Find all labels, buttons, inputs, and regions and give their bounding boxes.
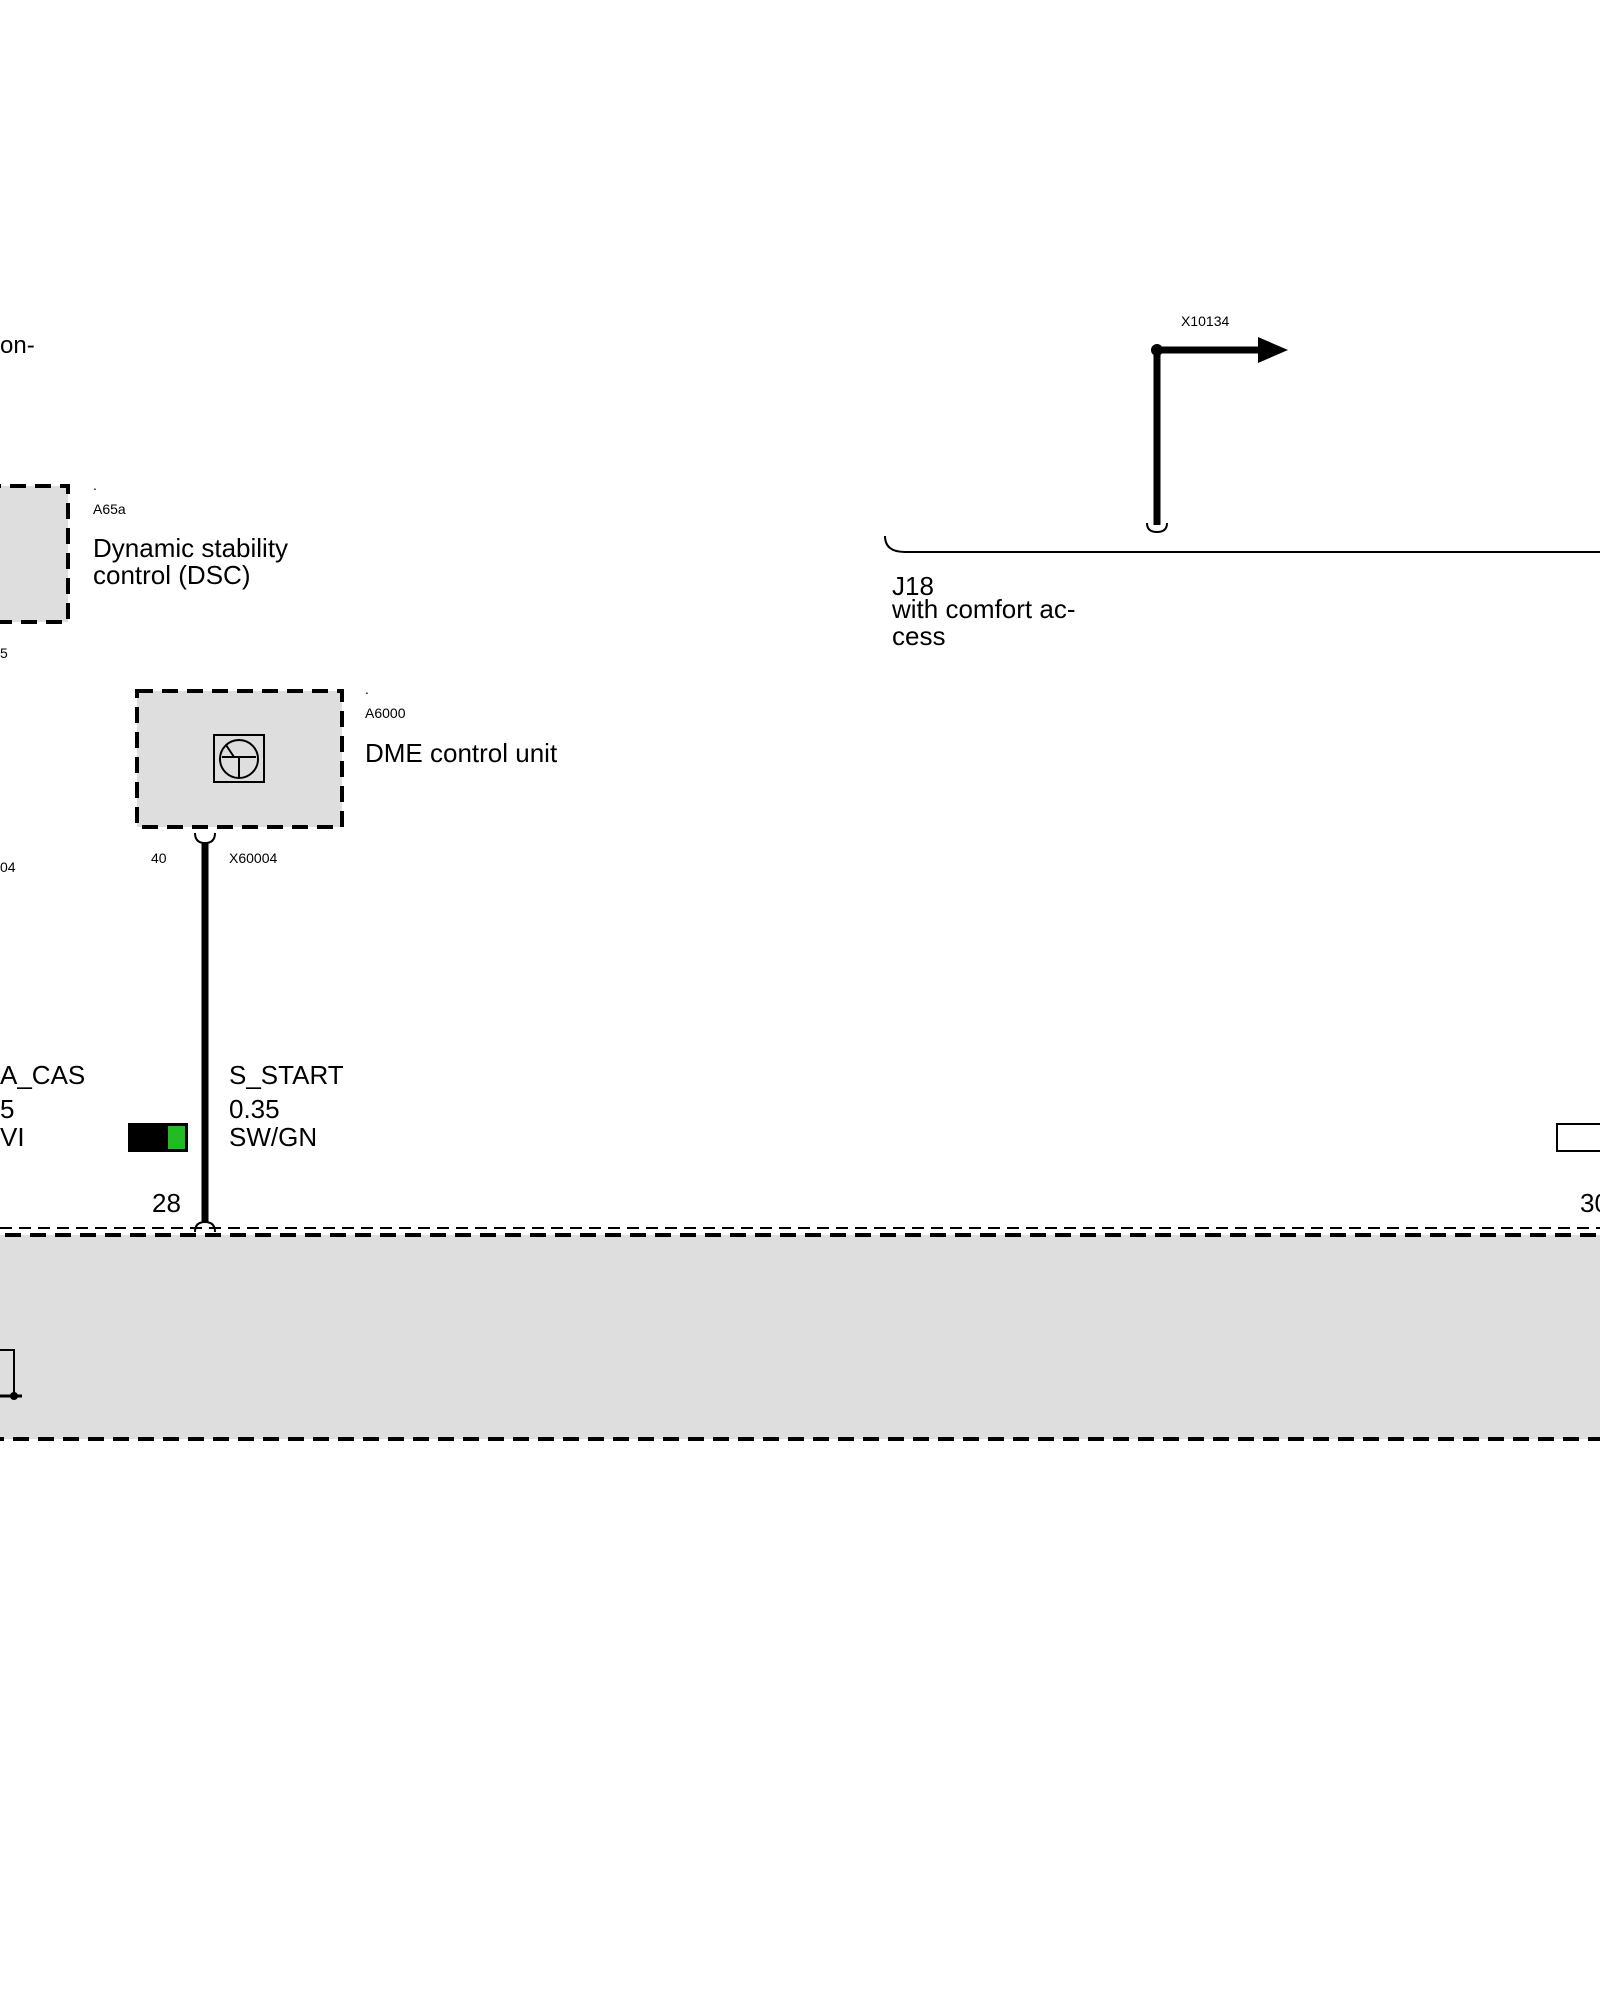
s-start-signal-name: S_START bbox=[229, 1060, 344, 1090]
partial-wire-signal: A_CAS bbox=[0, 1060, 85, 1090]
j18-id: J18 bbox=[892, 571, 934, 601]
wire-color-swatch bbox=[128, 1123, 188, 1152]
j18-desc-line1: with comfort ac- bbox=[891, 594, 1076, 624]
dsc-component-id: A65a bbox=[93, 501, 126, 517]
dsc-component-name-line2: control (DSC) bbox=[93, 560, 250, 590]
partial-wire-color: VI bbox=[0, 1122, 25, 1152]
partial-wire-size: 5 bbox=[0, 1094, 14, 1124]
dme-component-id: A6000 bbox=[365, 705, 406, 721]
right-wire-swatch bbox=[1556, 1123, 1600, 1152]
bottom-control-unit[interactable] bbox=[0, 1227, 1600, 1441]
dme-dot: . bbox=[365, 681, 369, 697]
x10134-label: X10134 bbox=[1181, 313, 1229, 329]
partial-left-pin: 04 bbox=[0, 859, 16, 875]
dme-connector-id: X60004 bbox=[229, 850, 277, 866]
bottom-pin-30: 30 bbox=[1580, 1188, 1600, 1218]
s-start-wire-size: 0.35 bbox=[229, 1094, 280, 1124]
ground-icon bbox=[0, 1349, 22, 1400]
dsc-component-name-line1: Dynamic stability bbox=[93, 533, 288, 563]
bottom-pin-28: 28 bbox=[152, 1188, 181, 1218]
s-start-wire[interactable] bbox=[194, 832, 216, 1233]
dme-component[interactable] bbox=[135, 689, 344, 829]
dsc-component[interactable] bbox=[0, 484, 70, 624]
arrow-right-icon bbox=[1258, 337, 1288, 363]
control-unit-icon bbox=[213, 734, 265, 783]
dsc-partial-pin: 5 bbox=[0, 645, 8, 661]
partial-left-label: on- bbox=[0, 332, 35, 359]
dme-component-name: DME control unit bbox=[365, 738, 558, 768]
j18-bus-line[interactable] bbox=[884, 535, 1600, 553]
j18-desc-line2: cess bbox=[892, 621, 945, 651]
dsc-dot: . bbox=[93, 477, 97, 493]
s-start-wire-color: SW/GN bbox=[229, 1122, 317, 1152]
dme-pin-number: 40 bbox=[151, 850, 167, 866]
bottom-control-unit-box[interactable] bbox=[0, 1233, 1600, 1441]
dsc-component-box[interactable] bbox=[0, 484, 70, 624]
x10134-connector[interactable] bbox=[1146, 337, 1288, 534]
